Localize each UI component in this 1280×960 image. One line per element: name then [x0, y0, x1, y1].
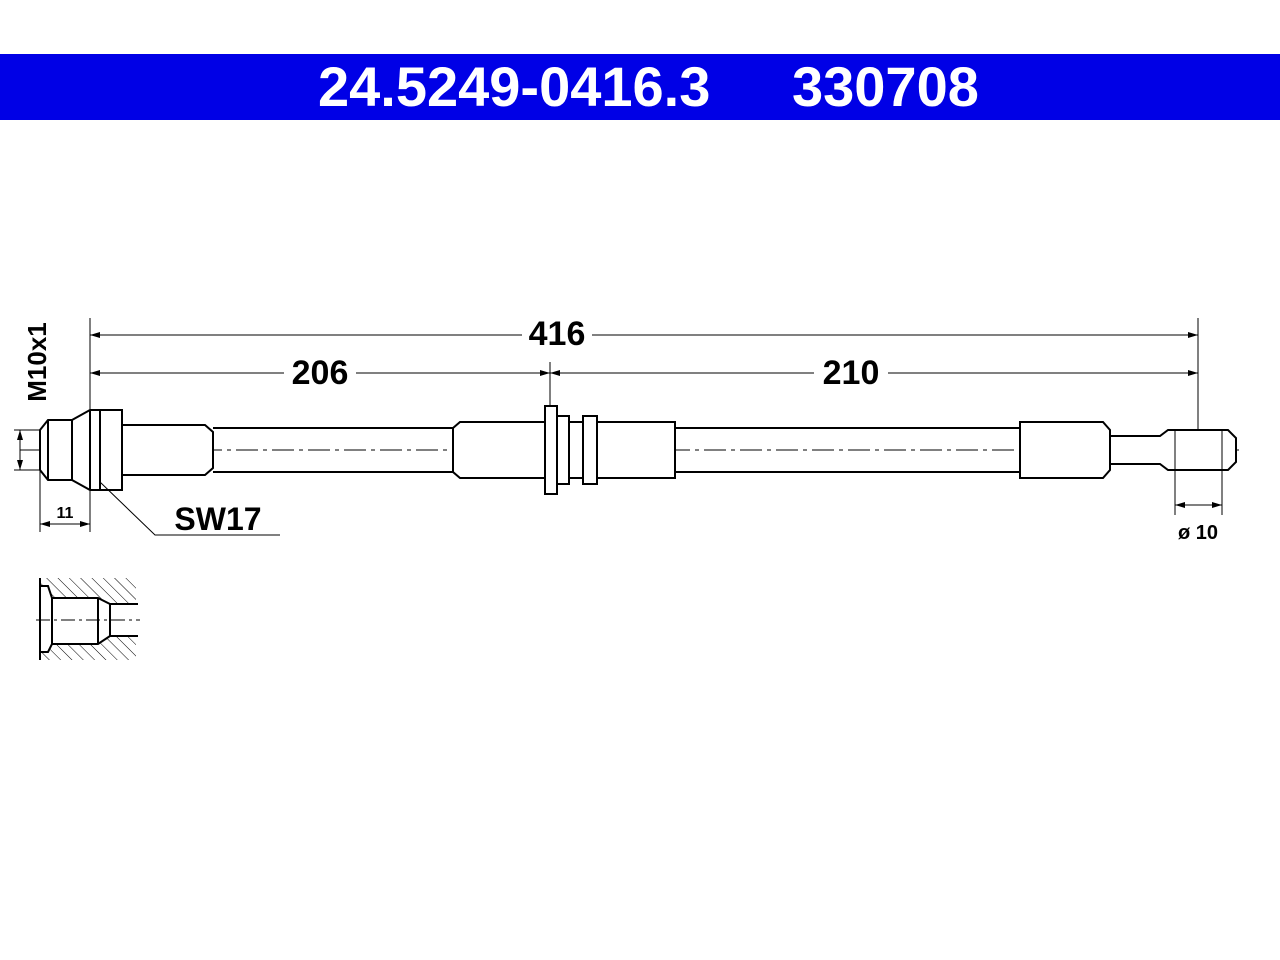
- dim-left-segment: 206: [292, 354, 349, 392]
- dim-thread-length: 11: [57, 505, 74, 522]
- thread-fitting: [39, 419, 73, 481]
- hex-nut-sw17: [71, 409, 123, 491]
- part-number: 24.5249-0416.3: [318, 55, 711, 118]
- dim-wrench-size: SW17: [174, 501, 261, 537]
- port-section-detail: [36, 578, 140, 660]
- dim-thread: M10x1: [22, 322, 52, 402]
- dim-right-segment: 210: [823, 354, 880, 392]
- reference-number: 330708: [792, 55, 979, 118]
- dim-end-diameter: ø 10: [1178, 522, 1218, 544]
- mounting-bracket: [544, 405, 558, 495]
- title-banner: 24.5249-0416.3 330708: [0, 54, 1280, 120]
- dim-total-length: 416: [529, 315, 586, 353]
